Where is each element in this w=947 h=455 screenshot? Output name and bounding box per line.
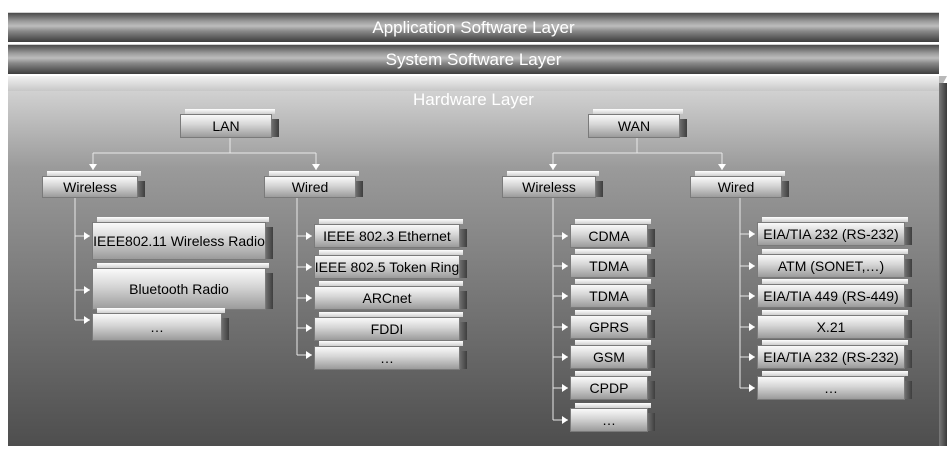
item-label: TDMA — [589, 288, 629, 304]
wan-label: WAN — [617, 118, 651, 134]
item-label: … — [380, 350, 394, 366]
item-label: Bluetooth Radio — [129, 281, 229, 297]
wan-node: WAN — [588, 109, 687, 138]
lan-wireless-label: Wireless — [63, 179, 117, 195]
lan-wired-label: Wired — [291, 179, 329, 195]
item-label: IEEE 802.3 Ethernet — [323, 228, 451, 244]
lan-label: LAN — [212, 118, 240, 134]
lan-wireless-item: … — [92, 308, 229, 341]
item-label: GSM — [593, 349, 625, 365]
lan-wired-item: FDDI — [314, 312, 467, 341]
item-label: FDDI — [370, 321, 404, 337]
lan-wireless-node: Wireless — [42, 171, 145, 198]
wan-wireless-item: TDMA — [570, 249, 655, 278]
lan-wireless-item: Bluetooth Radio — [92, 263, 273, 310]
item-label: CDMA — [588, 228, 630, 244]
item-label: IEEE 802.5 Token Ring — [314, 259, 460, 275]
hardware-layer-side-face — [939, 83, 947, 446]
application-layer-label: Application Software Layer — [372, 17, 575, 37]
wan-wireless-item: GSM — [570, 340, 655, 369]
lan-wired-item: … — [314, 341, 467, 370]
lan-node: LAN — [180, 109, 279, 138]
wan-wireless-item: CPDP — [570, 371, 655, 400]
wan-wired-item: ATM (SONET,…) — [757, 249, 912, 278]
item-label: … — [824, 380, 838, 396]
wan-wireless-item: GPRS — [570, 310, 655, 339]
wan-wireless-item: … — [570, 403, 655, 432]
item-label: EIA/TIA 232 (RS-232) — [763, 226, 899, 242]
lan-wired-item: ARCnet — [314, 281, 467, 310]
lan-wired-item: IEEE 802.5 Token Ring — [314, 250, 467, 279]
lan-wired-item: IEEE 802.3 Ethernet — [314, 219, 467, 248]
wan-wired-item: X.21 — [757, 310, 912, 339]
item-label: EIA/TIA 232 (RS-232) — [763, 349, 899, 365]
item-label: TDMA — [589, 258, 629, 274]
item-label: ARCnet — [362, 290, 412, 306]
wan-wireless-node: Wireless — [502, 171, 603, 198]
system-layer-label: System Software Layer — [385, 49, 562, 69]
system-layer: System Software Layer — [8, 44, 939, 74]
wan-wired-item: EIA/TIA 232 (RS-232) — [757, 340, 912, 369]
item-label: CPDP — [589, 380, 629, 396]
wan-wired-item: … — [757, 371, 912, 400]
wan-wireless-label: Wireless — [522, 179, 576, 195]
item-label: … — [602, 412, 616, 428]
wan-wired-item: EIA/TIA 449 (RS-449) — [757, 279, 912, 308]
item-label: ATM (SONET,…) — [777, 258, 885, 274]
lan-wireless-item: IEEE802.11 Wireless Radio — [92, 217, 273, 260]
wan-wireless-item: TDMA — [570, 279, 655, 308]
item-label: IEEE802.11 Wireless Radio — [93, 233, 265, 249]
application-layer: Application Software Layer — [8, 12, 939, 42]
hardware-layer-label: Hardware Layer — [413, 90, 534, 109]
item-label: … — [150, 319, 164, 335]
item-label: X.21 — [816, 319, 846, 335]
item-label: EIA/TIA 449 (RS-449) — [763, 288, 899, 304]
wan-wired-item: EIA/TIA 232 (RS-232) — [757, 217, 912, 246]
wan-wired-label: Wired — [717, 179, 755, 195]
item-label: GPRS — [589, 319, 629, 335]
wan-wireless-item: CDMA — [570, 219, 655, 248]
wan-wired-node: Wired — [690, 171, 789, 198]
lan-wired-node: Wired — [264, 171, 363, 198]
